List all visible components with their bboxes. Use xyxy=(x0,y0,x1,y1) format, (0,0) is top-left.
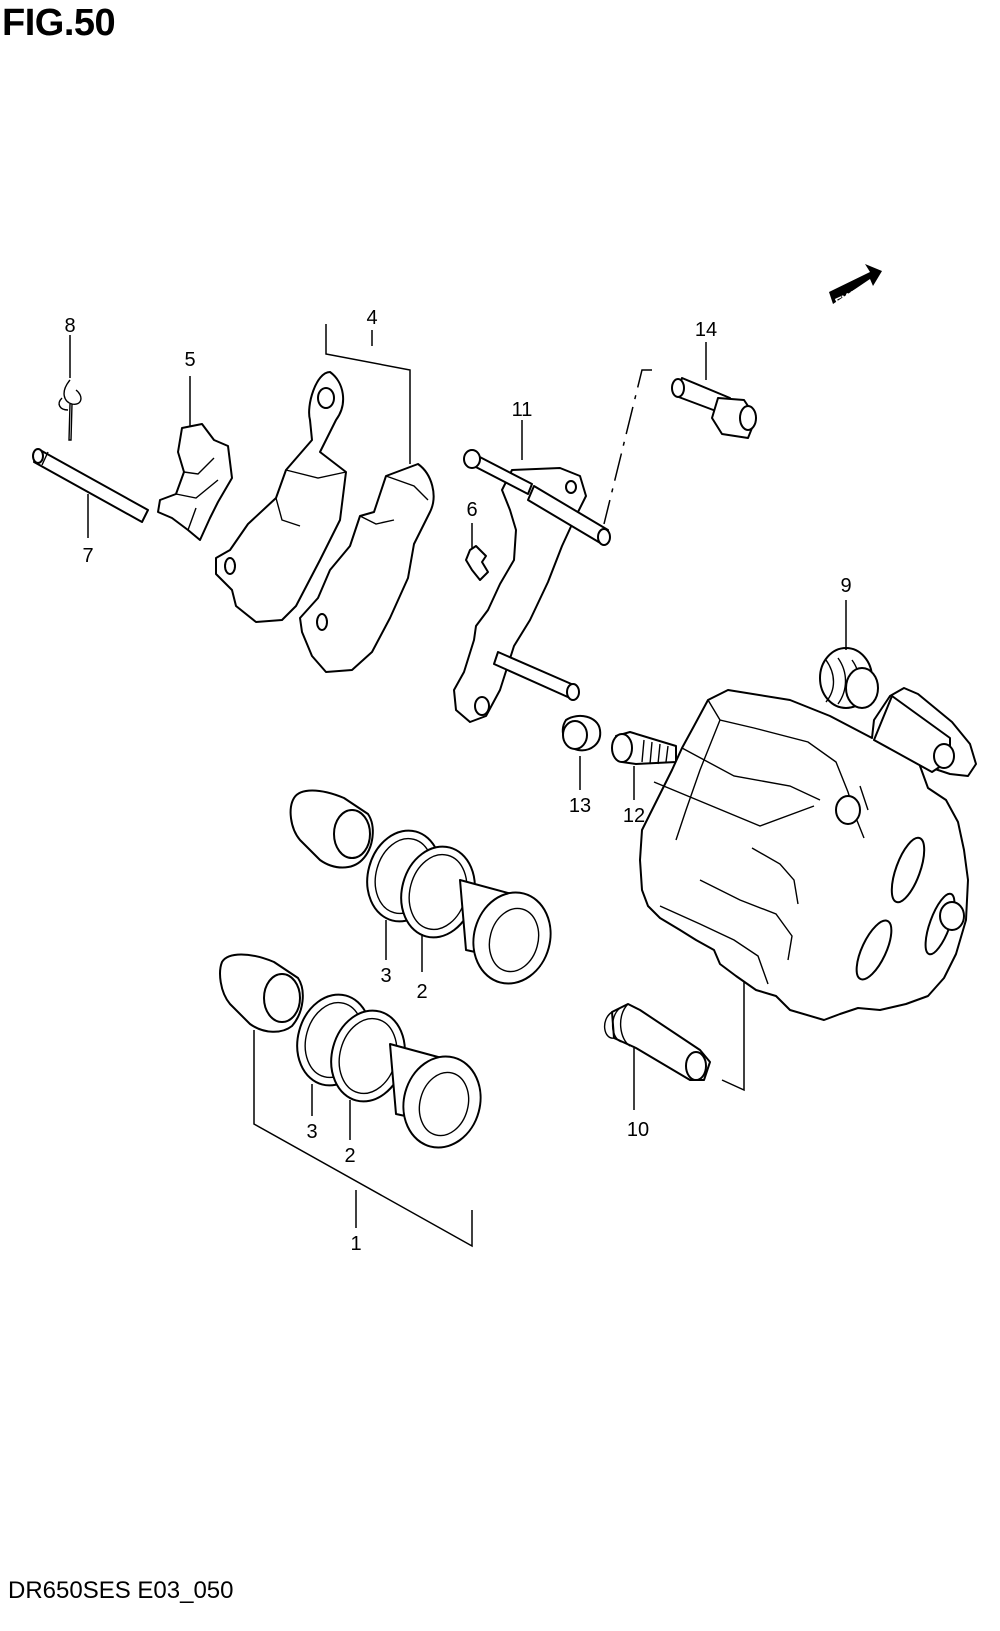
piston-assembly-lower xyxy=(219,953,482,1149)
callout-3-upper: 3 xyxy=(380,965,391,987)
callout-7: 7 xyxy=(82,545,93,567)
callout-12: 12 xyxy=(623,805,645,827)
bleeder-valve-part-12 xyxy=(611,731,677,765)
callout-14: 14 xyxy=(695,319,717,341)
boot-part-9 xyxy=(819,647,879,709)
brake-pad-set-part-4 xyxy=(215,371,435,673)
callout-2-upper: 2 xyxy=(416,981,427,1003)
pad-pin-part-7 xyxy=(32,448,149,523)
callout-10: 10 xyxy=(627,1119,649,1141)
r-clip-part-8 xyxy=(58,379,82,441)
callout-6: 6 xyxy=(466,499,477,521)
bolt-part-14 xyxy=(671,377,757,439)
callout-5: 5 xyxy=(184,349,195,371)
figure-title: FIG.50 xyxy=(2,2,116,44)
slide-pin-part-10 xyxy=(604,1003,711,1081)
callout-13: 13 xyxy=(569,795,591,817)
caliper-body xyxy=(639,687,977,1021)
callout-2-lower: 2 xyxy=(344,1145,355,1167)
caliper-bracket-part-11 xyxy=(453,449,611,723)
callout-3-lower: 3 xyxy=(306,1121,317,1143)
callout-4: 4 xyxy=(366,307,377,329)
diagram-code: DR650SES E03_050 xyxy=(8,1577,234,1604)
pad-spring-part-5 xyxy=(157,423,233,541)
bleeder-cap-part-13 xyxy=(561,714,602,752)
piston-assembly-upper xyxy=(289,789,552,985)
callout-1: 1 xyxy=(350,1233,361,1255)
callout-9: 9 xyxy=(840,575,851,597)
fwd-arrow-icon: FWD xyxy=(829,264,882,310)
callout-8: 8 xyxy=(64,315,75,337)
clip-part-6 xyxy=(465,545,489,581)
callout-11: 11 xyxy=(512,399,533,421)
